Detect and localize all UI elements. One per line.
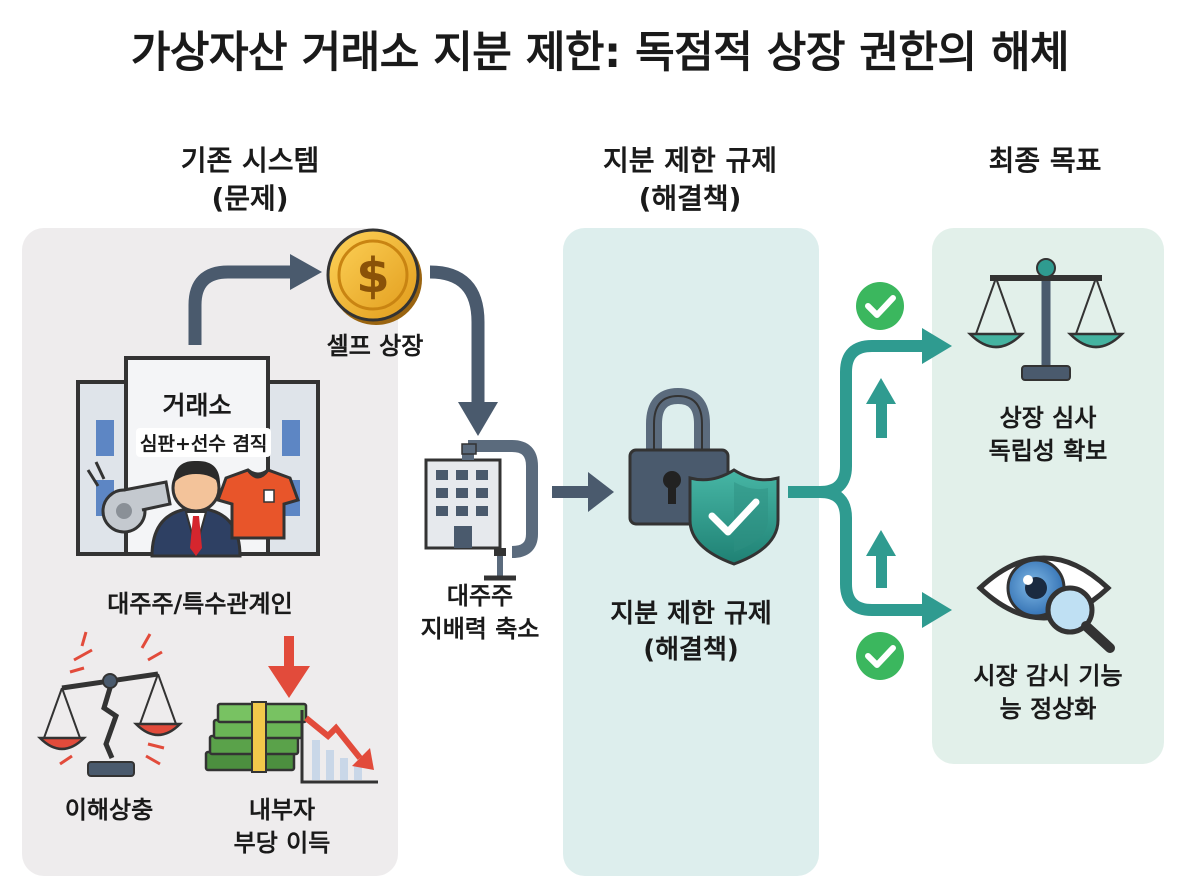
reg-line2: (해결책) [643,635,739,665]
right-title: 최종 목표 [988,144,1102,177]
middle-title-line1: 지분 제한 규제 [602,144,778,177]
self-listing-label: 셀프 상장 [326,332,424,360]
balance-scale-icon [966,258,1126,381]
jersey-icon [216,468,300,540]
reduce-line2: 지배력 축소 [420,615,540,643]
goal1-line1: 상장 심사 [999,404,1097,432]
check-circle-icon-top [856,282,904,330]
page-title: 가상자산 거래소 지분 제한: 독점적 상장 권한의 해체 [130,28,1070,78]
middle-title-line2: (해결책) [638,182,742,215]
decline-chart-icon [300,710,378,784]
eye-magnifier-icon [976,555,1115,653]
control-reduction-label: 대주주 지배력 축소 [400,580,560,646]
money-stack-icon [204,701,308,773]
middle-column-title: 지분 제한 규제 (해결책) [550,142,830,218]
broken-scale-icon [36,631,184,777]
check-circle-icon-bottom [856,632,904,680]
conflict-label: 이해상충 [64,796,154,824]
businessman-icon [150,460,242,558]
goal2-line1: 시장 감시 기능 [973,662,1123,690]
goal2-line2: 능 정상화 [999,695,1097,723]
self-listing-arrow-up [188,254,322,345]
teal-branch-arrows [788,328,952,628]
svg-text:$: $ [356,248,389,304]
clamp-icon [424,440,538,581]
self-listing-arrow-down [429,265,498,436]
shield-check-icon [688,468,780,566]
left-title-line2: (문제) [211,182,289,215]
red-down-arrow-icon [268,636,310,698]
reg-line1: 지분 제한 규제 [610,599,772,629]
major-shareholder-label: 대주주/특수관계인 [107,590,293,618]
left-column-title: 기존 시스템 (문제) [110,142,390,218]
insider-gain-label: 내부자 부당 이득 [222,794,342,860]
insider-line2: 부당 이득 [233,829,331,857]
goal-listing-independence: 상장 심사 독립성 확보 [945,402,1151,468]
goal-market-surveillance: 시장 감시 기능 능 정상화 [945,660,1151,726]
whistle-icon [86,461,172,534]
regulation-label: 지분 제한 규제 (해결책) [575,596,807,668]
goal1-line2: 독립성 확보 [988,437,1108,465]
reduce-line1: 대주주 [446,582,514,610]
dollar-coin-icon: $ [326,228,422,325]
middle-panel [563,228,819,876]
insider-line1: 내부자 [248,796,316,824]
right-column-title: 최종 목표 [915,142,1175,180]
exchange-name: 거래소 [162,391,232,420]
middle-arrow [552,472,614,512]
left-title-line1: 기존 시스템 [180,144,320,177]
exchange-role-badge: 심판+선수 겸직 [136,428,272,457]
